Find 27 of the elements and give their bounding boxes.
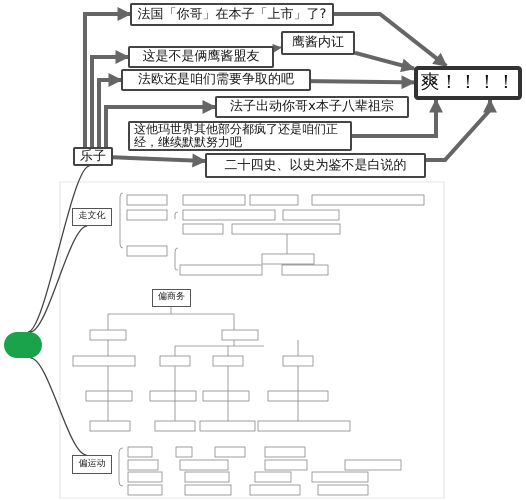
topic-box: 走文化 xyxy=(72,208,112,226)
connector-line xyxy=(30,225,88,333)
arrow xyxy=(104,100,216,147)
text-box: 二十四史、以史为鉴不是白说的 xyxy=(205,153,426,178)
arrow xyxy=(90,50,130,147)
arrow xyxy=(112,154,206,168)
text-box: 法国「你哥」在本子「上市」了? xyxy=(130,3,334,26)
arrow xyxy=(83,7,132,147)
text-box: 这是不是俩鹰酱盟友 xyxy=(128,46,274,68)
topic-box: 偏商务 xyxy=(152,289,191,307)
text-box: 鹰酱内讧 xyxy=(281,31,355,55)
arrow xyxy=(97,73,122,147)
text-box: 乐子 xyxy=(73,147,113,166)
connector-line xyxy=(27,165,90,333)
text-box: 法欧还是咱们需要争取的吧 xyxy=(121,69,311,91)
text-box: 法子出动你哥x本子八辈祖宗 xyxy=(215,96,409,118)
text-box: 这他玛世界其他部分都疯了还是咱们正经，继续默默努力吧 xyxy=(128,121,352,151)
text-box: 爽！！！！ xyxy=(414,66,522,100)
arrow xyxy=(272,44,282,53)
arrow xyxy=(310,75,416,90)
topic-box: 偏运动 xyxy=(72,455,112,474)
arrow xyxy=(354,50,416,72)
connector-line xyxy=(30,357,87,456)
arrow xyxy=(334,12,448,68)
arrow xyxy=(426,98,497,162)
root-topic xyxy=(4,332,42,358)
arrow xyxy=(352,98,443,138)
